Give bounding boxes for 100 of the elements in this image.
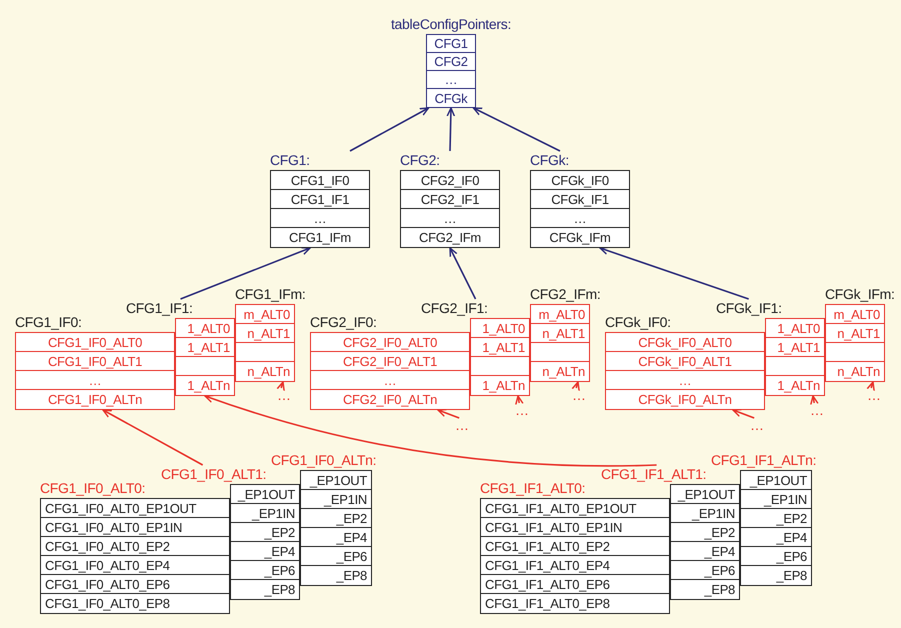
table-heading: CFG1_IF0_ALT1:: [161, 465, 266, 483]
table-cell-text: CFG1_IF1_ALT0_EP8: [484, 595, 611, 613]
table-cell: m_ALT0: [236, 305, 294, 324]
table-cell: CFG1_IF1_ALT0_EP1OUT: [481, 499, 669, 518]
table-cell: …: [311, 371, 469, 390]
table-cell: CFG2_IF1: [401, 190, 499, 209]
table-heading: CFG2_IF0:: [310, 313, 377, 331]
table-heading: CFG2_IF1:: [421, 299, 488, 317]
table-cell: _EP1IN: [671, 504, 739, 523]
arrow: [350, 107, 430, 152]
table-cell: _EP6: [301, 547, 371, 566]
table-cell: CFGk_IF0_ALT1: [606, 352, 764, 371]
arrow: [446, 107, 456, 152]
table-cell: _EP1OUT: [301, 471, 371, 490]
table-cell: CFG2_IF0_ALT1: [311, 352, 469, 371]
table-cell: CFG2: [427, 53, 475, 71]
table-cell: CFG1_IF0_ALT0_EP2: [41, 537, 229, 556]
ellipsis-text: …: [277, 388, 291, 402]
table-cell-text: 1_ALTn: [186, 377, 231, 395]
table-heading: CFG1_IF0_ALT0:: [40, 479, 146, 497]
table-cell: _EP6: [231, 561, 299, 580]
table-cell: CFG1_IF1_ALT0_EP1IN: [481, 518, 669, 537]
table-cell-text: _EP8: [703, 581, 736, 599]
ellipsis-text: …: [572, 388, 586, 402]
table-cell-text: CFG1_IF0_ALT0_EP8: [44, 595, 171, 613]
arrow: [102, 409, 204, 466]
table-cell-text: CFG1_IF0_ALTn: [46, 391, 144, 409]
table-heading: CFGk_IFm:: [825, 285, 895, 303]
arrow: [732, 408, 754, 419]
table-cell: …: [16, 371, 174, 390]
table-heading: CFG1_IF1_ALTn:: [711, 451, 816, 469]
table-cell: CFG1_IF0: [271, 171, 369, 190]
arrow: [449, 247, 476, 300]
table-cell: _EP1IN: [301, 490, 371, 509]
table-heading: CFGk:: [530, 151, 569, 169]
table-cell-text: CFG2_IF0_ALTn: [342, 391, 438, 409]
table-cell: _EP1IN: [231, 504, 299, 523]
table-heading: CFG1_IF0_ALTn:: [271, 451, 376, 469]
table-cell: _EP2: [301, 509, 371, 528]
table-heading: CFG1_IF1:: [126, 299, 193, 317]
table-cell: …: [271, 209, 369, 228]
table-cell: _EP4: [671, 542, 739, 561]
ellipsis-text: …: [515, 403, 529, 417]
table-cell: _EP1OUT: [671, 485, 739, 504]
table-cell: _EP2: [671, 523, 739, 542]
table-cell: _EP6: [671, 561, 739, 580]
table-cell: …: [427, 71, 475, 89]
table-heading: CFG1:: [270, 151, 310, 169]
ellipsis-text: …: [455, 418, 469, 432]
table-cell: _EP4: [741, 528, 811, 547]
table-cell: …: [606, 371, 764, 390]
table-cell: m_ALT0: [531, 305, 589, 324]
table-cell: _EP4: [301, 528, 371, 547]
table-cell-text: CFGk: [434, 90, 468, 107]
table-cell: n_ALT1: [826, 324, 884, 343]
table-cell: CFG1_IF0_ALT0_EP6: [41, 575, 229, 594]
table-cell: _EP1OUT: [741, 471, 811, 490]
table-cell: CFG1_IF0_ALT0_EP4: [41, 556, 229, 575]
table-cell: CFG1_IF1_ALT0_EP6: [481, 575, 669, 594]
table-cell: n_ALT1: [531, 324, 589, 343]
table-cell: n_ALT1: [236, 324, 294, 343]
table-heading: CFG1_IF1_ALT1:: [601, 465, 706, 483]
table-cell: _EP1IN: [741, 490, 811, 509]
table-cell: CFG1_IF0_ALT0: [16, 333, 174, 352]
ellipsis-text: …: [750, 418, 764, 432]
table-cell-text: n_ALTn: [836, 363, 881, 381]
table-cell: CFGk_IF0: [531, 171, 629, 190]
table-cell: CFG2_IF0_ALT0: [311, 333, 469, 352]
arrow: [437, 408, 460, 419]
table-heading: CFG1_IFm:: [235, 285, 306, 303]
table-cell: _EP1OUT: [231, 485, 299, 504]
table-cell-text: _EP8: [263, 581, 296, 599]
table-heading: CFGk_IF0:: [605, 313, 671, 331]
arrow: [276, 381, 285, 392]
table-heading: CFG2:: [400, 151, 440, 169]
arrow: [472, 107, 560, 152]
table-heading: CFG1_IF0:: [15, 313, 82, 331]
table-cell: 1_ALT0: [471, 319, 529, 338]
table-cell-text: 1_ALTn: [481, 377, 526, 395]
ellipsis-text: …: [867, 388, 881, 402]
table-heading: CFG1_IF1_ALT0:: [480, 479, 586, 497]
table-cell: 1_ALT0: [176, 319, 234, 338]
table-cell-text: _EP8: [335, 567, 368, 585]
table-cell: CFG1: [427, 35, 475, 53]
table-cell: m_ALT0: [826, 305, 884, 324]
table-heading: tableConfigPointers:: [390, 15, 512, 33]
table-cell-text: CFG1_IFm: [288, 229, 352, 247]
table-cell: 1_ALT1: [471, 338, 529, 357]
table-cell-text: CFG2_IFm: [418, 229, 482, 247]
arrow: [515, 395, 524, 406]
table-cell: CFG1_IF1_ALT0_EP4: [481, 556, 669, 575]
table-cell: 1_ALT1: [766, 338, 824, 357]
table-cell: _EP2: [741, 509, 811, 528]
table-cell: CFG1_IF0_ALT0_EP1OUT: [41, 499, 229, 518]
table-cell-text: n_ALTn: [246, 363, 291, 381]
table-cell: CFGk_IF0_ALT0: [606, 333, 764, 352]
arrow: [180, 246, 311, 300]
table-cell-text: CFGk_IF0_ALTn: [637, 391, 733, 409]
table-cell: _EP4: [231, 542, 299, 561]
table-cell: CFG1_IF1_ALT0_EP2: [481, 537, 669, 556]
